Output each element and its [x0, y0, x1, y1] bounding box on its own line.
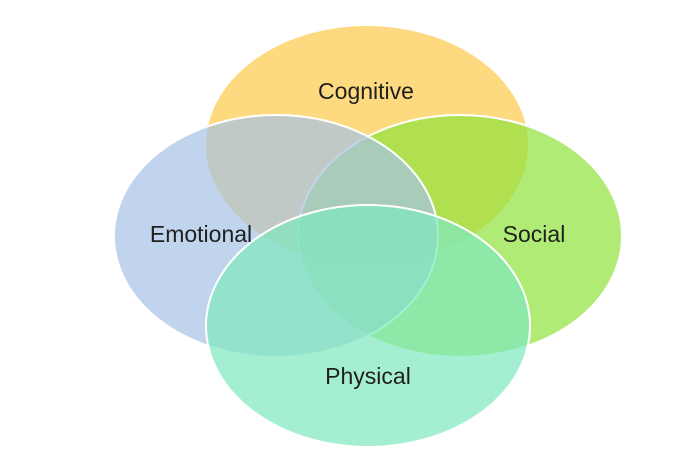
physical-label: Physical	[325, 363, 411, 389]
cognitive-label: Cognitive	[318, 78, 414, 104]
social-label: Social	[503, 221, 566, 247]
physical-circle	[205, 204, 531, 448]
emotional-label: Emotional	[150, 221, 252, 247]
